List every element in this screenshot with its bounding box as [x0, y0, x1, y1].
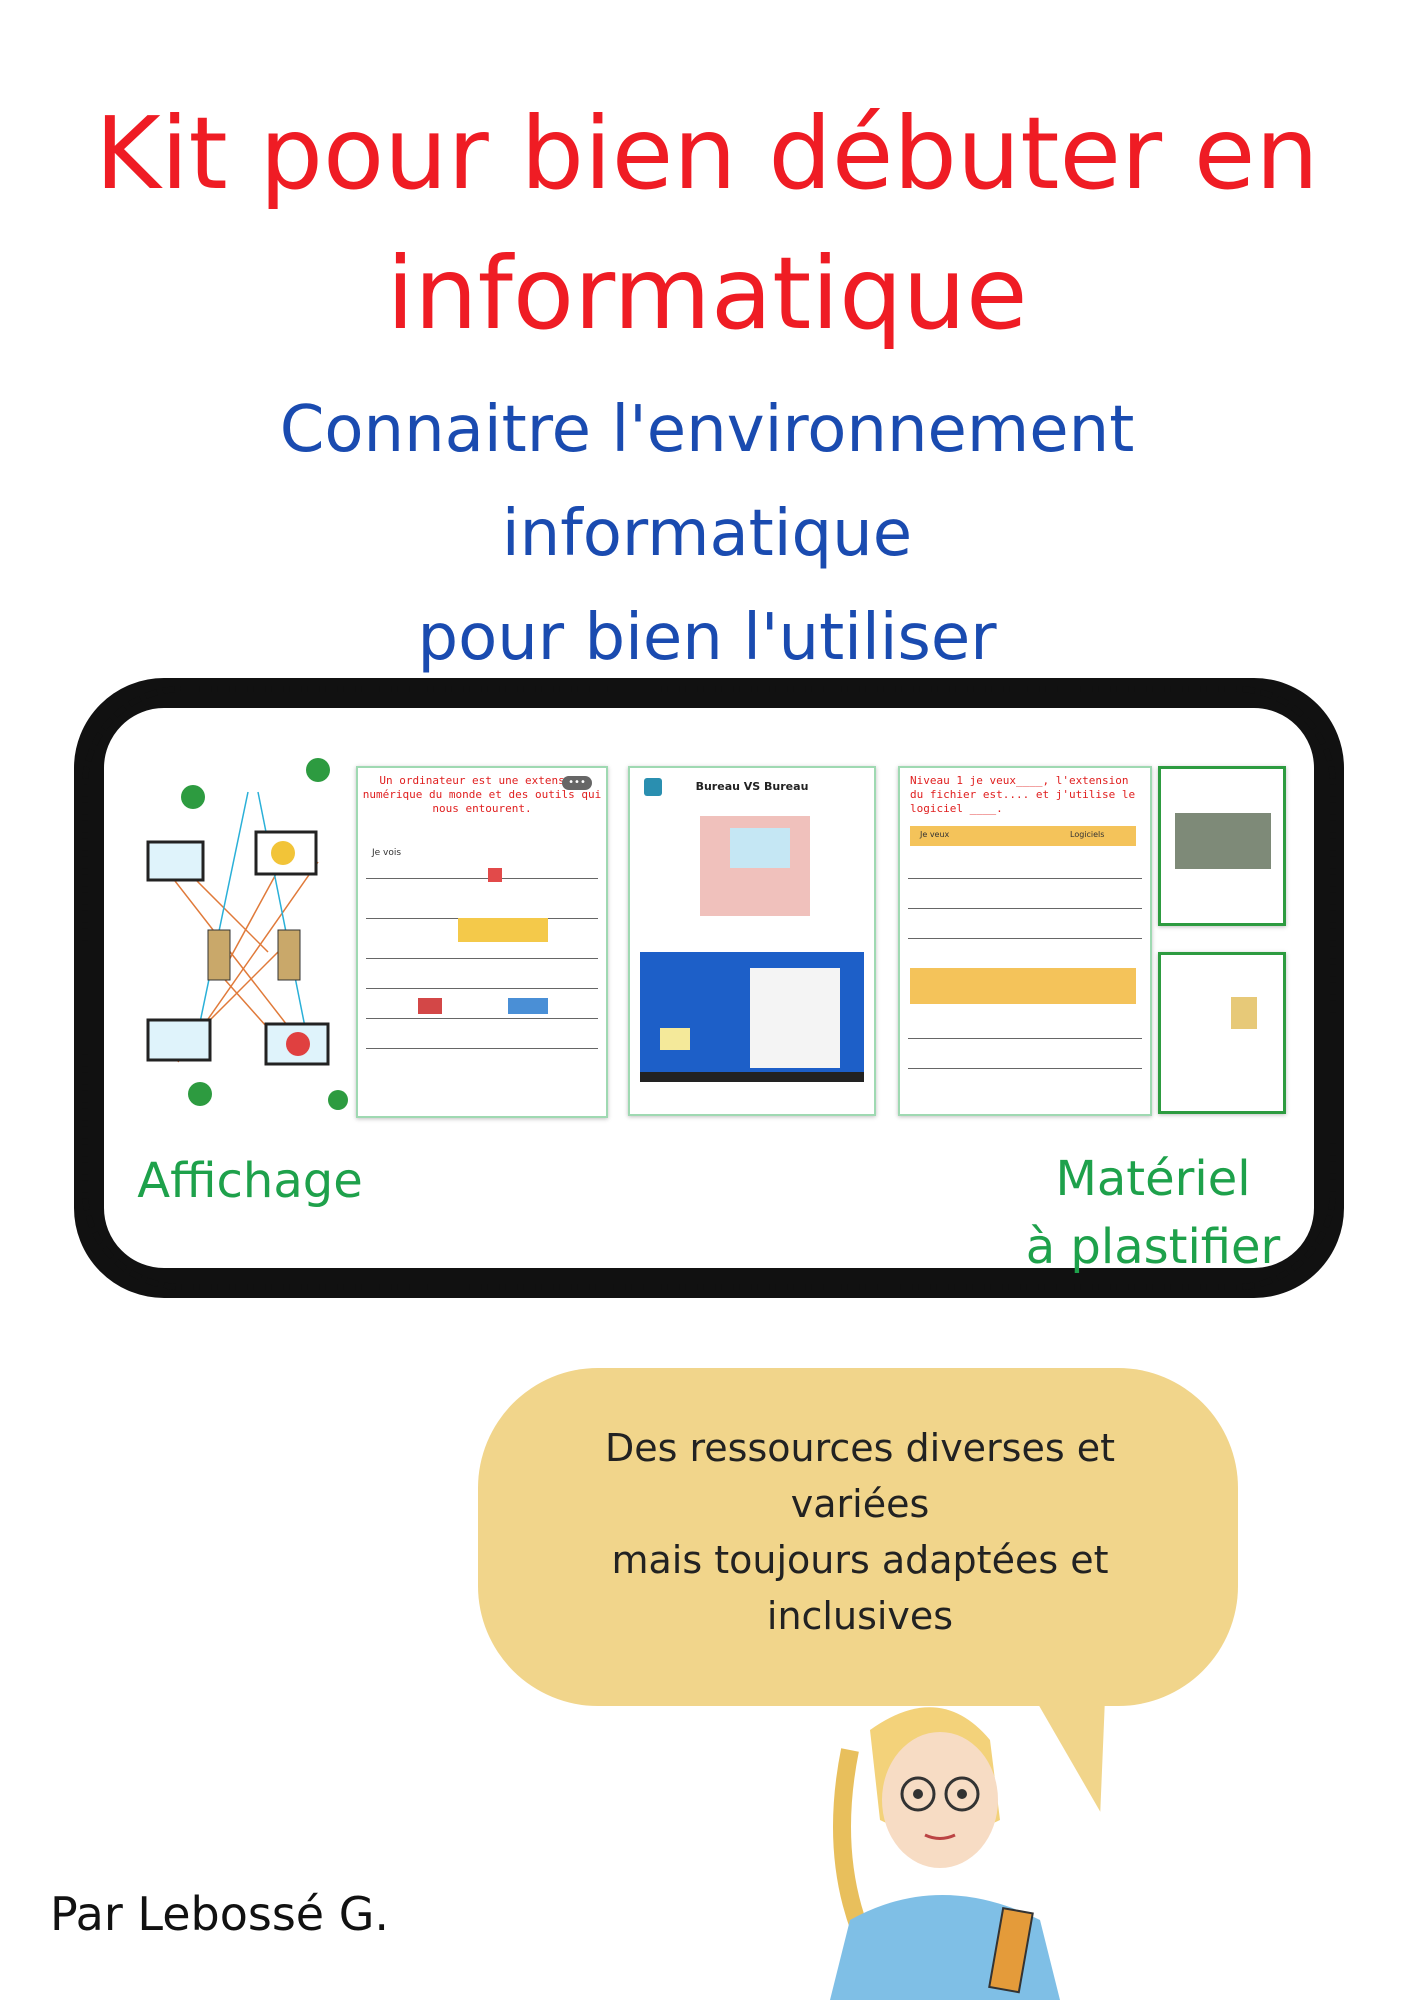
thumbnail-network-diagram: [138, 752, 350, 1132]
thumbnail-letter-bottom: [1158, 952, 1286, 1114]
worksheet-heading: Un ordinateur est une extension numériqu…: [362, 774, 602, 815]
extension-col-left: Je veux: [920, 830, 950, 839]
subtitle-line-3: pour bien l'utiliser: [417, 601, 997, 675]
thumbnail-letter-top: [1158, 766, 1286, 926]
label-materiel: Matériel: [1055, 1151, 1251, 1207]
subtitle-line-1: Connaitre l'environnement: [279, 393, 1135, 467]
subtitle-line-2: informatique: [501, 497, 913, 571]
resource-frame: [74, 678, 1344, 1298]
label-affichage: Affichage: [137, 1153, 363, 1209]
bubble-text: Des ressources diverses et variées mais …: [540, 1420, 1180, 1644]
more-badge: •••: [562, 776, 592, 790]
thumbnail-extension-worksheet: Un ordinateur est une extension numériqu…: [356, 766, 608, 1118]
extension-col-right: Logiciels: [1070, 830, 1105, 839]
extension-heading: Niveau 1 je veux____, l'extension du fic…: [910, 774, 1136, 815]
bureau-icon: [644, 778, 662, 796]
bureau-heading: Bureau VS Bureau: [695, 780, 809, 793]
teacher-illustration-icon: [830, 1707, 1060, 2000]
bubble-line-4: inclusives: [766, 1594, 954, 1638]
bubble-line-2: variées: [790, 1482, 930, 1526]
worksheet-col-header: Je vois: [372, 848, 402, 858]
label-plastifier: à plastifier: [1025, 1219, 1281, 1275]
bubble-line-3: mais toujours adaptées et: [611, 1538, 1109, 1582]
thumbnail-extension-file: Niveau 1 je veux____, l'extension du fic…: [898, 766, 1152, 1116]
thumbnail-bureau-vs-bureau: Bureau VS Bureau: [628, 766, 876, 1116]
speech-bubble: [478, 1368, 1238, 1706]
network-diagram-icon: [146, 758, 348, 1110]
author-credit: Par Lebossé G.: [50, 1887, 389, 1941]
bubble-line-1: Des ressources diverses et: [604, 1426, 1116, 1470]
title-line-2: informatique: [386, 235, 1028, 352]
title-line-1: Kit pour bien débuter en: [95, 95, 1319, 212]
